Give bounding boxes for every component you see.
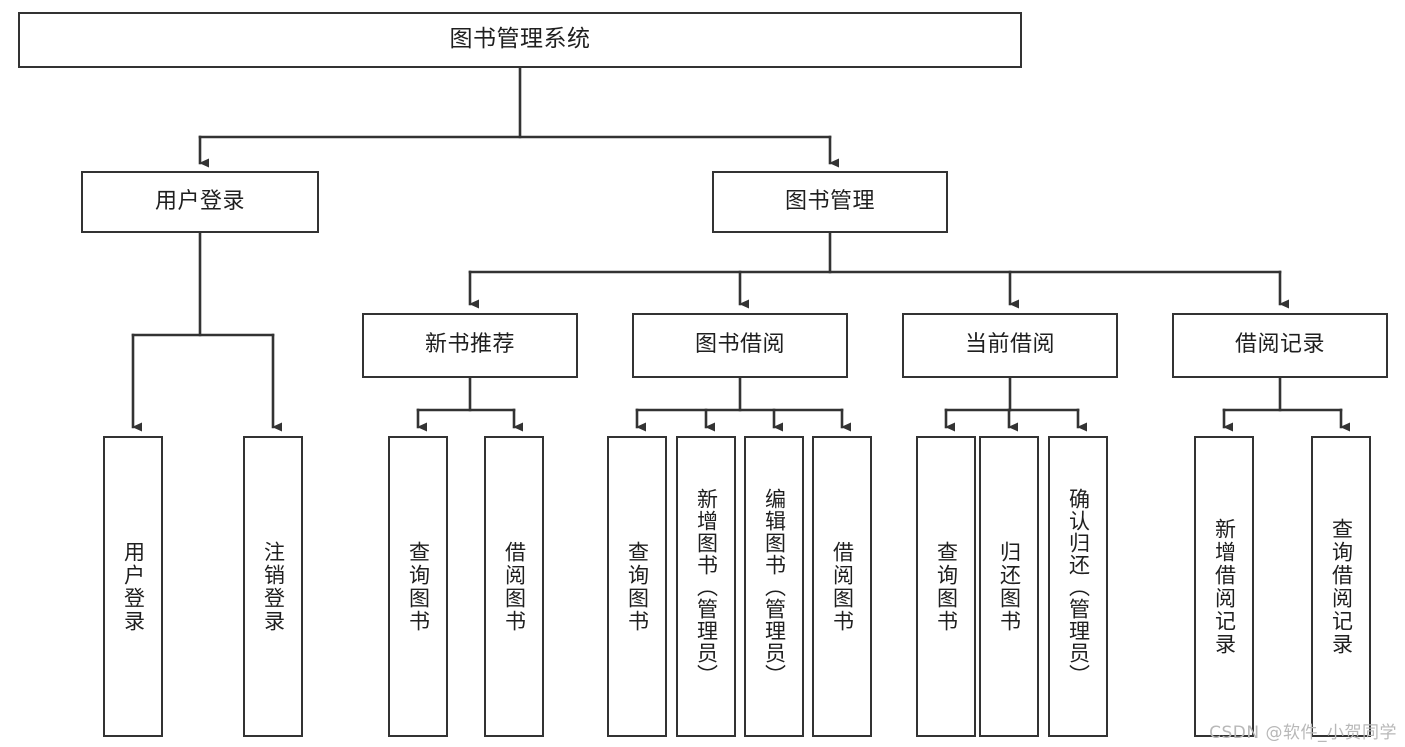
node-label: 归还图书 [997,540,1022,633]
node-root-book-management-system[interactable]: 图书管理系统 [18,12,1022,68]
node-label: 用户登录 [121,540,146,633]
node-label: 新增借阅记录 [1212,517,1237,656]
node-label: 确认归还（管理员） [1066,487,1091,686]
leaf-return-book[interactable]: 归还图书 [979,436,1039,737]
leaf-query-book-current[interactable]: 查询图书 [916,436,976,737]
node-label: 当前借阅 [964,332,1055,358]
leaf-logout[interactable]: 注销登录 [243,436,303,737]
leaf-borrow-book[interactable]: 借阅图书 [812,436,872,737]
node-label: 查询图书 [625,540,650,633]
csdn-watermark: CSDN @软件_小贺同学 [1209,723,1397,743]
leaf-query-book-recommend[interactable]: 查询图书 [388,436,448,737]
leaf-query-borrow-record[interactable]: 查询借阅记录 [1311,436,1371,737]
node-label: 查询图书 [406,540,431,633]
node-book-management[interactable]: 图书管理 [712,171,948,233]
node-label: 注销登录 [261,540,286,633]
node-user-login[interactable]: 用户登录 [81,171,319,233]
node-label: 编辑图书（管理员） [762,487,787,686]
node-book-borrow[interactable]: 图书借阅 [632,313,848,378]
node-label: 查询图书 [934,540,959,633]
leaf-confirm-return-admin[interactable]: 确认归还（管理员） [1048,436,1108,737]
node-label: 图书管理 [784,188,875,214]
leaf-query-book-borrow[interactable]: 查询图书 [607,436,667,737]
node-label: 借阅图书 [830,540,855,633]
leaf-add-book-admin[interactable]: 新增图书（管理员） [676,436,736,737]
node-label: 借阅图书 [502,540,527,633]
leaf-edit-book-admin[interactable]: 编辑图书（管理员） [744,436,804,737]
leaf-borrow-book-recommend[interactable]: 借阅图书 [484,436,544,737]
node-label: 用户登录 [154,188,245,214]
node-new-book-recommend[interactable]: 新书推荐 [362,313,578,378]
leaf-add-borrow-record[interactable]: 新增借阅记录 [1194,436,1254,737]
node-borrow-record[interactable]: 借阅记录 [1172,313,1388,378]
node-label: 查询借阅记录 [1329,517,1354,656]
node-label: 借阅记录 [1234,332,1325,358]
leaf-user-login[interactable]: 用户登录 [103,436,163,737]
node-current-borrow[interactable]: 当前借阅 [902,313,1118,378]
node-label: 新书推荐 [424,332,515,358]
node-label: 新增图书（管理员） [694,487,719,686]
node-label: 图书管理系统 [449,26,591,53]
node-label: 图书借阅 [694,332,785,358]
